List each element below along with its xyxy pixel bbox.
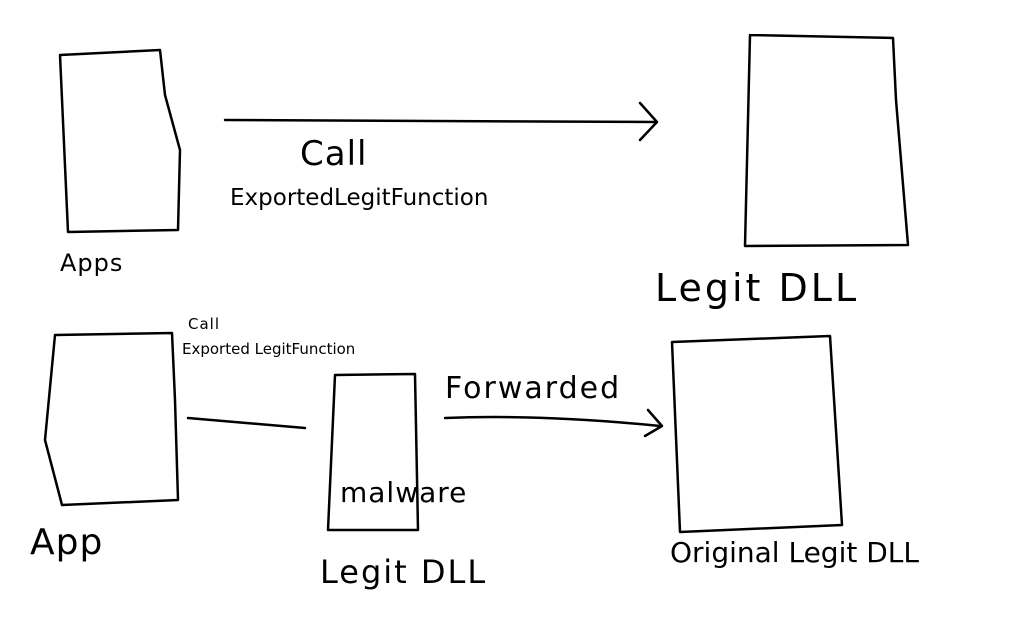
bottom-call-label: Call <box>188 315 221 333</box>
malware-dll-box <box>326 372 420 532</box>
bottom-app-label: App <box>30 522 104 563</box>
original-dll-box <box>670 334 844 534</box>
bottom-app-box <box>43 331 180 507</box>
top-legit-dll-box <box>743 33 910 248</box>
top-dll-label: Legit DLL <box>655 266 860 310</box>
bottom-function-label: Exported LegitFunction <box>182 340 356 358</box>
top-call-label: Call <box>300 134 368 174</box>
forwarded-label: Forwarded <box>445 371 622 406</box>
malware-label: malware <box>340 476 468 509</box>
original-dll-label: Original Legit DLL <box>670 536 919 569</box>
top-app-label: Apps <box>60 249 124 277</box>
top-app-box <box>58 48 182 234</box>
forwarded-arrowhead <box>643 408 664 438</box>
app-to-malware-line <box>186 416 307 430</box>
malicious-dll-label: Legit DLL <box>320 553 488 591</box>
top-call-arrow <box>223 118 657 124</box>
top-call-arrowhead <box>638 101 659 142</box>
top-function-label: ExportedLegitFunction <box>230 185 489 211</box>
forwarded-arrow <box>443 415 662 428</box>
